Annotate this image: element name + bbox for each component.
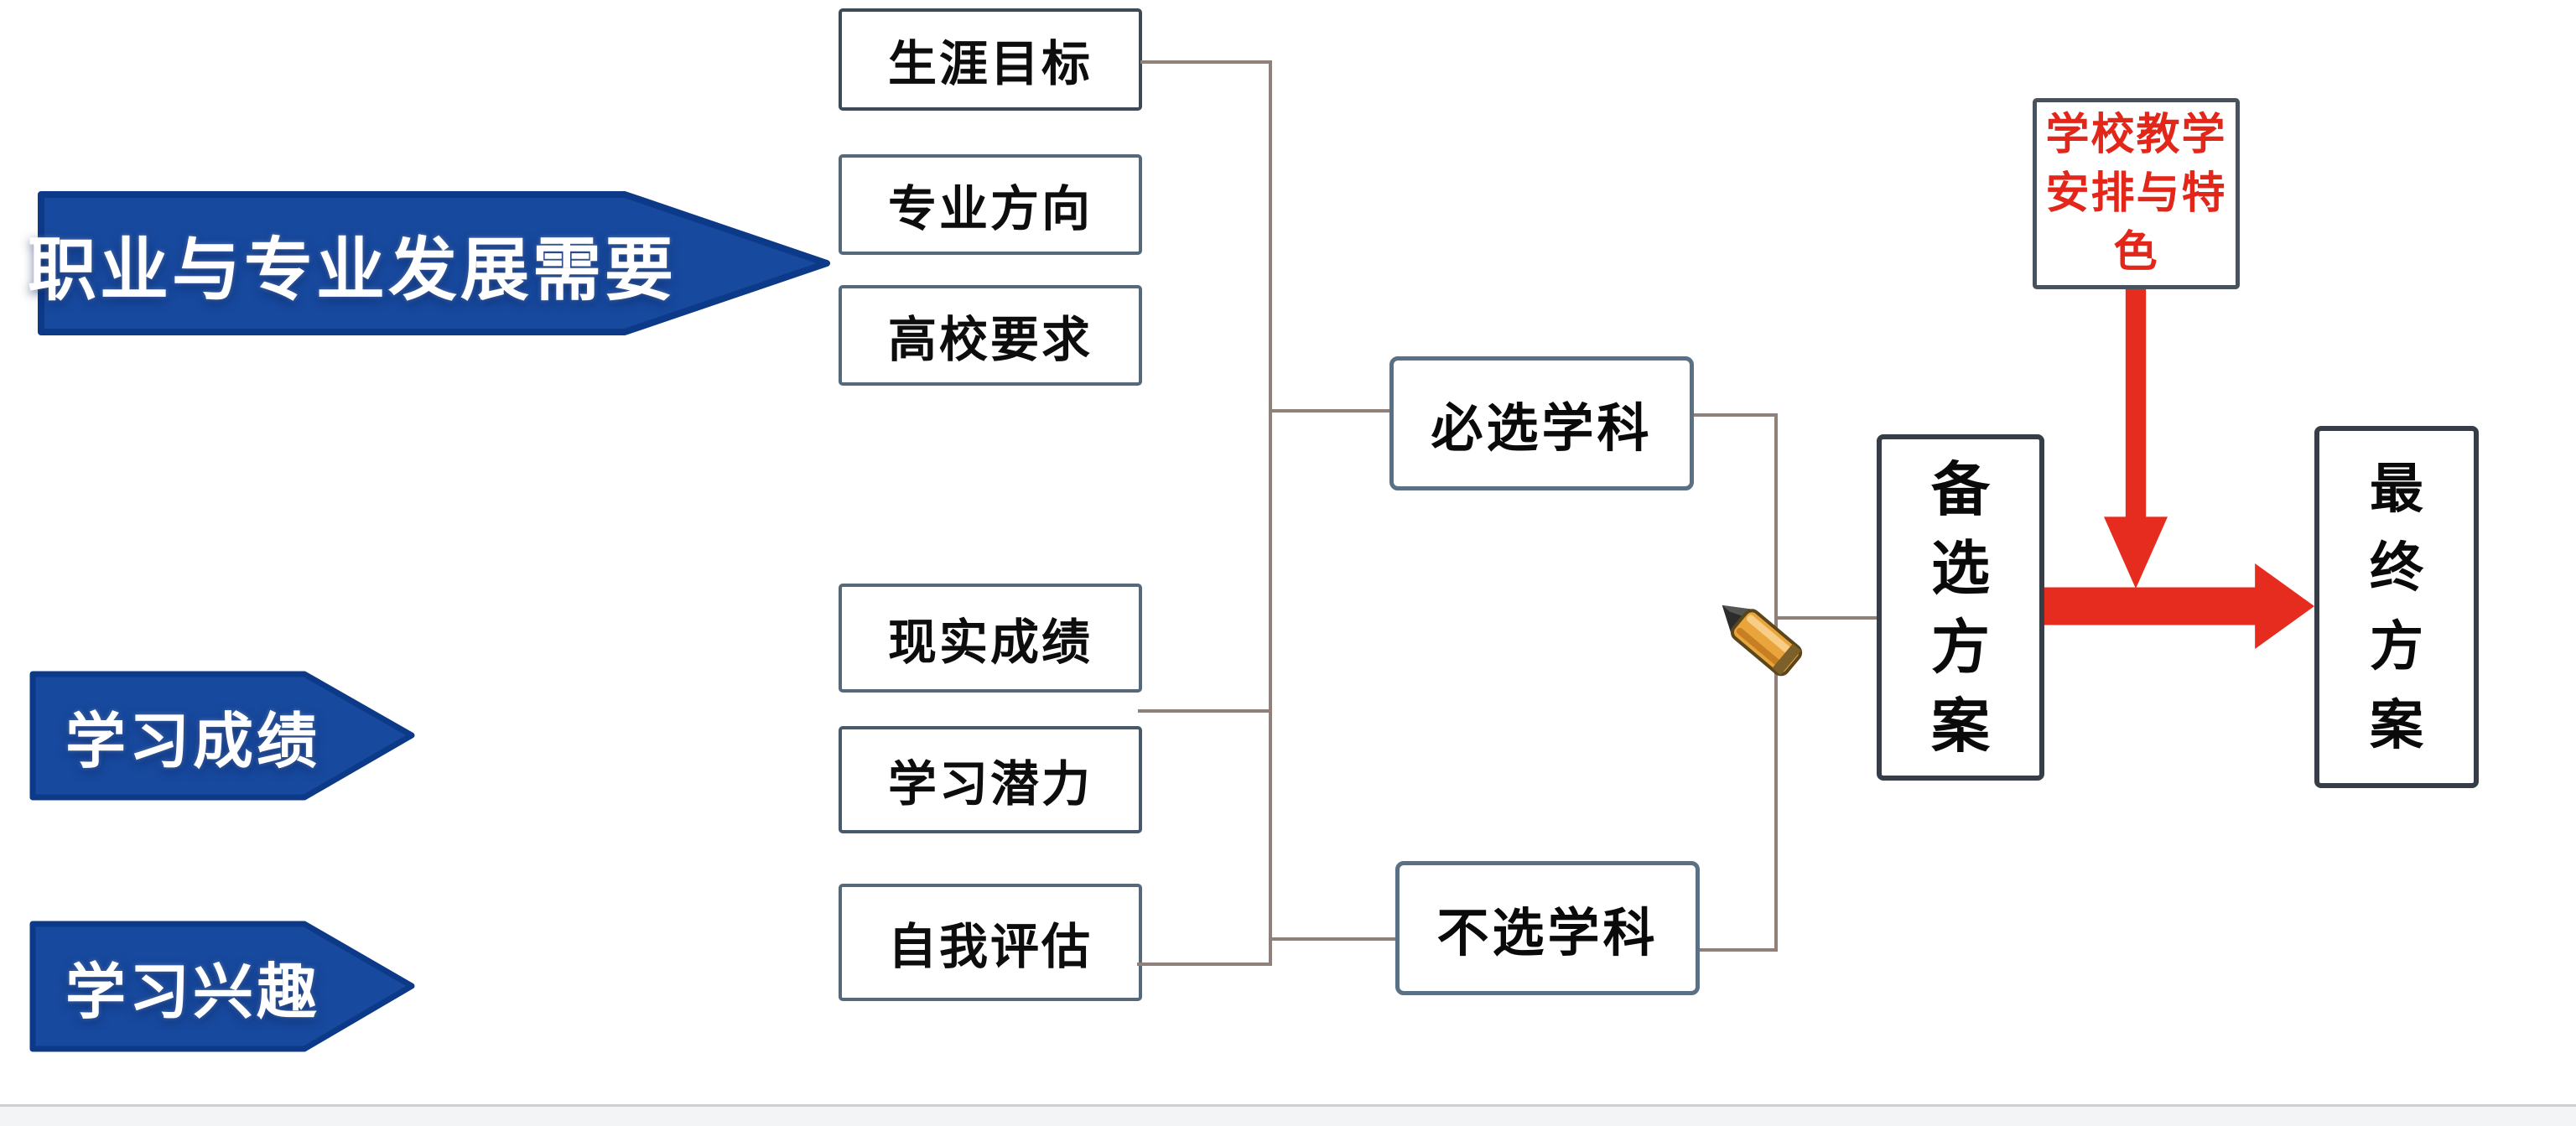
connector-bracket-to-backup-plan xyxy=(1774,616,1878,620)
connector-bracket-to-excluded-subjects xyxy=(1269,937,1395,941)
pentagon-arrow-shape xyxy=(29,921,415,1052)
subject-box-label: 必选学科 xyxy=(1431,400,1653,458)
vertical-char: 终 xyxy=(2370,537,2423,598)
input-box-university-requirements: 高校要求 xyxy=(839,285,1142,386)
bottom-divider-line xyxy=(0,1104,2576,1107)
input-box-label: 生涯目标 xyxy=(887,37,1093,91)
vertical-char: 案 xyxy=(2370,695,2423,755)
factor-arrow-career-development: 职业与专业发展需要 xyxy=(28,191,830,335)
factor-arrow-academic-performance: 学习成绩 xyxy=(29,671,415,801)
input-box-label: 现实成绩 xyxy=(887,615,1093,670)
input-box-label: 高校要求 xyxy=(887,313,1093,367)
pentagon-arrow-shape xyxy=(29,671,415,801)
school-box-line: 学校教学 xyxy=(2045,110,2227,159)
vertical-char: 最 xyxy=(2370,459,2423,519)
vertical-char: 案 xyxy=(1931,693,1990,759)
backup-plan-box: 备 选 方 案 xyxy=(1877,434,2044,781)
connector-career-goal-to-bracket xyxy=(1140,60,1269,64)
red-arrow-right xyxy=(2044,563,2314,649)
vertical-char: 选 xyxy=(1931,535,1990,601)
connector-bracket-to-required-subjects xyxy=(1269,409,1389,413)
pencil-icon xyxy=(1722,605,1803,677)
input-box-label: 自我评估 xyxy=(887,920,1093,974)
input-box-career-goal: 生涯目标 xyxy=(839,8,1142,111)
factor-arrow-label: 职业与专业发展需要 xyxy=(28,231,678,309)
subject-box-label: 不选学科 xyxy=(1436,905,1659,963)
bottom-band xyxy=(0,1107,2576,1126)
input-box-self-assessment: 自我评估 xyxy=(839,884,1142,1001)
connector-grades-group-to-bracket xyxy=(1138,709,1269,713)
factor-arrow-label: 学习成绩 xyxy=(65,708,321,776)
vertical-char: 方 xyxy=(2370,616,2423,677)
subject-box-required-subjects: 必选学科 xyxy=(1389,356,1694,490)
pentagon-arrow-shape xyxy=(38,191,830,335)
input-box-actual-grades: 现实成绩 xyxy=(839,584,1142,693)
connector-self-assessment-to-bracket xyxy=(1137,963,1269,966)
subject-box-excluded-subjects: 不选学科 xyxy=(1395,861,1700,995)
final-plan-box: 最 终 方 案 xyxy=(2314,426,2479,788)
red-arrow-down xyxy=(2104,289,2168,589)
connector-excluded-to-bracket xyxy=(1700,948,1778,952)
connector-bracket-right-vertical xyxy=(1774,413,1778,952)
input-box-label: 学习潜力 xyxy=(887,757,1093,812)
input-box-major-direction: 专业方向 xyxy=(839,154,1142,255)
school-box-line: 色 xyxy=(2113,228,2159,278)
factor-arrow-label: 学习兴趣 xyxy=(65,959,321,1026)
vertical-char: 备 xyxy=(1931,456,1990,522)
connector-required-to-bracket xyxy=(1694,413,1778,417)
input-box-learning-potential: 学习潜力 xyxy=(839,726,1142,833)
vertical-char: 方 xyxy=(1931,614,1990,680)
input-box-label: 专业方向 xyxy=(887,182,1093,236)
factor-arrow-learning-interest: 学习兴趣 xyxy=(29,921,415,1052)
connector-bracket-left-vertical xyxy=(1269,60,1272,966)
school-box-line: 安排与特 xyxy=(2045,169,2227,218)
school-teaching-box: 学校教学 安排与特 色 xyxy=(2033,98,2240,289)
